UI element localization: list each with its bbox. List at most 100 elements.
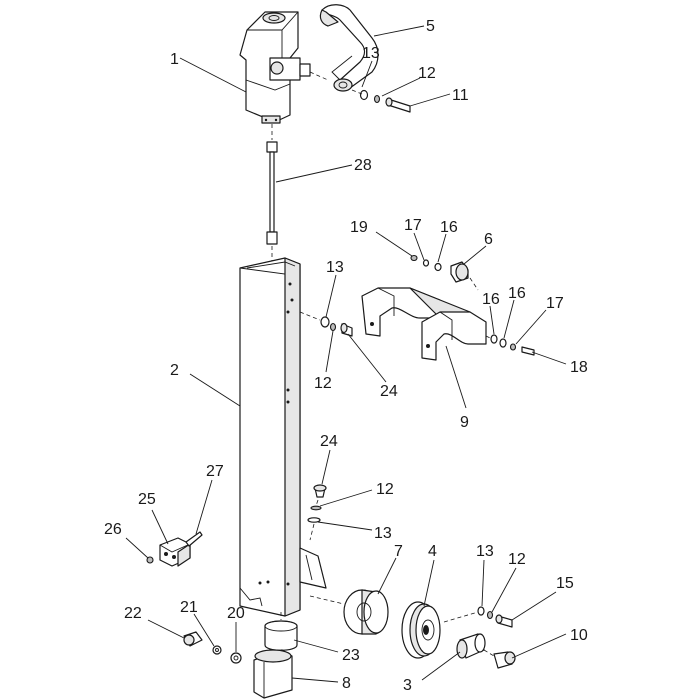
leader-8 [291,677,339,683]
callout-11: 11 [452,87,469,104]
leader-12-lower [319,489,373,507]
callout-1: 1 [170,51,179,68]
leader-2 [189,373,241,407]
leader-24-lower [321,449,331,485]
nut-19 [410,254,418,262]
part-10-bolt [483,649,516,669]
callout-27: 27 [206,463,224,480]
callout-7: 7 [394,543,403,560]
pin-27 [185,531,203,547]
part-23-cap [264,612,298,651]
leader-13-wheel [481,559,485,607]
callout-12-lower: 12 [376,481,394,498]
leader-3 [421,651,461,681]
callout-22: 22 [124,605,142,622]
washer-20 [230,652,242,664]
part-28-shaft [266,124,278,262]
washer-12-wheel [486,610,494,620]
callout-13-top: 13 [362,45,380,62]
callout-18: 18 [570,359,588,376]
leader-28 [275,164,353,183]
leader-16-top [437,233,447,263]
callout-19: 19 [350,219,368,236]
callout-17-top: 17 [404,217,422,234]
washer-12-top [373,94,381,104]
washer-13-top [359,89,369,101]
washer-21 [212,645,222,655]
leader-13-top [361,60,373,88]
callout-16-top: 16 [440,219,458,236]
callout-9: 9 [460,414,469,431]
tube-fasteners-lower [307,484,327,541]
callout-16-b: 16 [508,285,526,302]
callout-17-b: 17 [546,295,564,312]
leader-6 [463,245,487,265]
callout-16-a: 16 [482,291,500,308]
leader-12-top [381,77,421,97]
tube-fasteners-upper [299,311,353,337]
callout-2: 2 [170,362,179,379]
washer-12-lower [310,505,322,511]
callout-5: 5 [426,18,435,35]
leader-15 [511,591,557,621]
part-25-block [146,531,203,567]
washer-16-a [490,334,498,344]
part-1-housing [239,11,311,124]
leader-23 [293,639,339,653]
wheel-fasteners [443,606,513,628]
callout-28: 28 [354,157,372,174]
callout-4: 4 [428,543,437,560]
leader-19 [375,231,413,257]
leader-26 [125,537,149,559]
leader-13-lower [317,521,373,531]
washer-16-top [434,262,442,272]
leader-13-mid [325,274,337,318]
callout-13-wheel: 13 [476,543,494,560]
part-9-bracket [361,287,487,361]
washer-13-wheel [477,606,485,616]
part-3-spacer [456,633,486,659]
leader-18 [531,351,567,365]
bolt-18 [521,346,535,356]
callout-labels: 1 2 3 4 5 6 7 8 9 10 11 12 12 12 12 13 1… [104,18,588,694]
leader-16-b [503,299,515,339]
part-7-roller [309,589,389,635]
leader-21 [193,613,215,647]
washer-13-mid [320,316,330,328]
callout-21: 21 [180,599,198,616]
washer-12-mid [329,322,337,332]
leader-5 [373,25,425,37]
leader-10 [511,633,567,659]
callout-13-mid: 13 [326,259,344,276]
leader-17-b [515,309,547,345]
callout-20: 20 [227,605,245,622]
leader-7 [377,557,397,595]
callout-15: 15 [556,575,574,592]
leader-lines [125,25,567,683]
callout-3: 3 [403,677,412,694]
leader-24-mid [347,333,387,383]
part-2-tube [239,257,327,617]
washer-17-top [422,259,430,267]
washer-13-lower [307,517,321,523]
callout-24-mid: 24 [380,383,398,400]
washer-17-b [509,343,517,351]
leader-11 [409,93,451,107]
leader-12-mid [325,330,334,373]
leader-27 [195,479,213,535]
callout-6: 6 [484,231,493,248]
callout-23: 23 [342,647,360,664]
part-8-foot [253,649,293,699]
part-4-wheel-hub [401,601,441,659]
callout-12-wheel: 12 [508,551,526,568]
leader-22 [147,619,185,639]
callout-12-mid: 12 [314,375,332,392]
part-6-bumper [410,254,479,291]
callout-10: 10 [570,627,588,644]
crank-fasteners [351,89,411,113]
callout-24-lower: 24 [320,433,338,450]
lower-left-fasteners [183,631,242,664]
callout-12-top: 12 [418,65,436,82]
leader-16-a [489,305,495,335]
